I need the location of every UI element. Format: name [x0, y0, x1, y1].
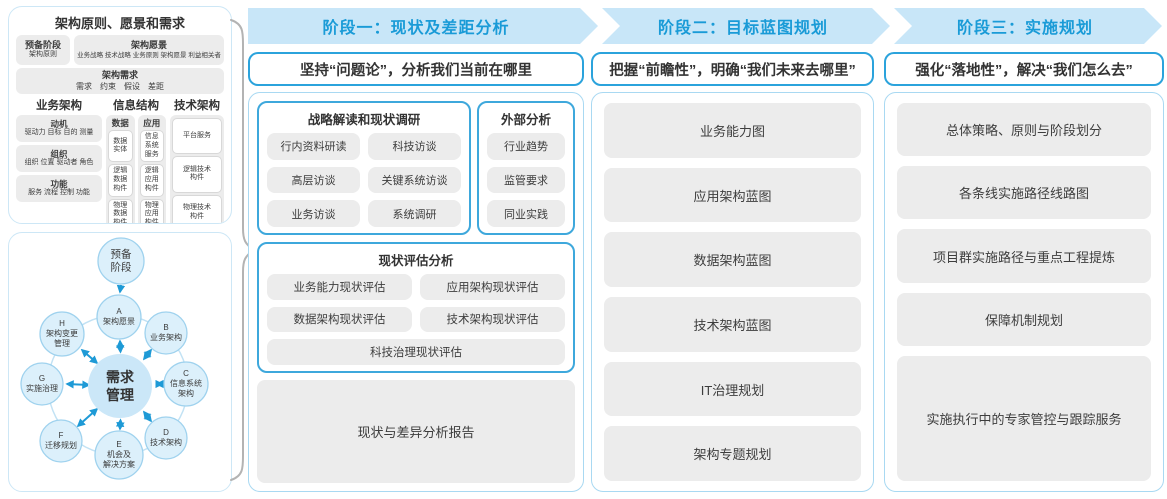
strategy-research-group: 战略解读和现状调研 行内资料研读 科技访谈 高层访谈 关键系统访谈 业务访谈 系…: [257, 101, 471, 235]
chip-program-path-key-projects: 项目群实施路径与重点工程提炼: [897, 229, 1151, 283]
chip-industry-trends: 行业趋势: [487, 133, 565, 160]
adm-double-arrows: [65, 339, 164, 431]
vision-box: 架构愿景 业务战略 技术战略 业务原则 架构愿景 利益相关者: [74, 35, 224, 65]
function-box: 功能 服务 流程 控制 功能: [16, 175, 102, 202]
chip-safeguard-mechanism-planning: 保障机制规划: [897, 292, 1151, 346]
application-subcolumn: 应用 信息系统 服务 逻辑应用 构件 物理应用 构件: [137, 115, 166, 223]
business-architecture-column: 业务架构 动机 驱动力 目标 目的 测量 组织 组织 位置 驱动者 角色 功能 …: [16, 97, 102, 223]
chip-business-interview: 业务访谈: [267, 200, 360, 227]
current-state-assessment-grid: 业务能力现状评估 应用架构现状评估 数据架构现状评估 技术架构现状评估 科技治理…: [267, 274, 565, 365]
chip-executive-interview: 高层访谈: [267, 166, 360, 194]
chip-data-architecture-blueprint: 数据架构蓝图: [604, 232, 861, 288]
chip-peer-practice: 同业实践: [487, 200, 565, 228]
data-subcolumn-title: 数据: [111, 118, 129, 128]
phase-3-banner: 阶段三：实施规划: [894, 8, 1162, 44]
chip-regulatory-requirements: 监管要求: [487, 166, 565, 194]
adm-cycle-panel: 预备 阶段 A 架构愿景 B 业务架构 C 信息系统 架构 D 技术架构 E 机…: [8, 232, 232, 492]
current-state-assessment-group: 现状评估分析 业务能力现状评估 应用架构现状评估 数据架构现状评估 技术架构现状…: [257, 242, 575, 373]
technology-architecture-heading: 技术架构: [174, 100, 220, 112]
current-state-assessment-title: 现状评估分析: [378, 254, 454, 268]
logical-app-chip: 逻辑应用 构件: [139, 164, 164, 197]
motivation-desc: 驱动力 目标 目的 测量: [24, 129, 94, 137]
information-subcolumns: 数据 数据实体 逻辑数据 构件 物理数据 构件 应用 信息系统 服务 逻辑应用 …: [106, 115, 166, 223]
prep-to-a-arrow: [116, 284, 126, 294]
requirements-box: 架构需求 需求 约束 假设 差距: [16, 68, 224, 94]
data-subcolumn: 数据 数据实体 逻辑数据 构件 物理数据 构件: [106, 115, 135, 223]
phase-1-banner: 阶段一：现状及差距分析: [248, 8, 598, 44]
chip-implementation-roadmap: 各条线实施路径线路图: [897, 166, 1151, 220]
technology-architecture-column: 技术架构 平台服务 逻辑技术 构件 物理技术 构件: [170, 97, 224, 223]
phase-1-top-row: 战略解读和现状调研 行内资料研读 科技访谈 高层访谈 关键系统访谈 业务访谈 系…: [257, 101, 575, 235]
phase-3-panel: 总体策略、原则与阶段划分 各条线实施路径线路图 项目群实施路径与重点工程提炼 保…: [884, 92, 1164, 492]
prep-phase-title: 预备阶段: [24, 40, 61, 50]
chip-overall-strategy-principles: 总体策略、原则与阶段划分: [897, 103, 1151, 157]
chip-system-research: 系统调研: [368, 200, 461, 227]
architecture-framework-panel: 架构原则、愿景和需求 预备阶段 架构原则 架构愿景 业务战略 技术战略 业务原则…: [8, 6, 232, 224]
info-system-service-chip: 信息系统 服务: [139, 130, 164, 163]
strategy-research-title: 战略解读和现状调研: [307, 113, 421, 127]
gap-analysis-report-chip: 现状与差异分析报告: [257, 380, 575, 483]
chip-data-architecture-assessment: 数据架构现状评估: [267, 306, 412, 333]
requirements-desc: 需求 约束 假设 差距: [76, 81, 164, 91]
framework-title: 架构原则、愿景和需求: [54, 16, 185, 31]
adm-node-circles: [20, 237, 209, 480]
physical-app-chip: 物理应用 构件: [139, 198, 164, 223]
chip-technology-architecture-blueprint: 技术架构蓝图: [604, 297, 861, 352]
chip-business-capability-assessment: 业务能力现状评估: [267, 274, 412, 300]
chip-technology-architecture-assessment: 技术架构现状评估: [420, 306, 565, 333]
external-analysis-group: 外部分析 行业趋势 监管要求 同业实践: [477, 101, 575, 235]
business-architecture-heading: 业务架构: [36, 100, 82, 112]
requirements-row: 架构需求 需求 约束 假设 差距: [16, 68, 224, 94]
phase-1-panel: 战略解读和现状调研 行内资料研读 科技访谈 高层访谈 关键系统访谈 业务访谈 系…: [248, 92, 584, 492]
requirements-title: 架构需求: [101, 70, 138, 81]
prep-phase-desc: 架构原则: [29, 51, 57, 59]
chip-tech-interview: 科技访谈: [368, 133, 461, 160]
phase-2-banner: 阶段二：目标蓝图规划: [602, 8, 890, 44]
chip-it-governance-planning: IT治理规划: [604, 361, 861, 417]
framework-sections: 业务架构 动机 驱动力 目标 目的 测量 组织 组织 位置 驱动者 角色 功能 …: [16, 97, 224, 223]
chip-business-capability-map: 业务能力图: [604, 103, 861, 158]
organization-desc: 组织 位置 驱动者 角色: [24, 159, 94, 167]
vision-desc: 业务战略 技术战略 业务原则 架构愿景 利益相关者: [77, 51, 221, 59]
platform-service-chip: 平台服务: [172, 118, 222, 155]
function-desc: 服务 流程 控制 功能: [28, 189, 90, 197]
physical-tech-chip: 物理技术 构件: [172, 194, 222, 223]
information-structure-column: 信息结构 数据 数据实体 逻辑数据 构件 物理数据 构件 应用 信息系统 服务 …: [106, 97, 166, 223]
function-title: 功能: [50, 178, 68, 189]
organization-title: 组织: [50, 148, 68, 159]
chip-application-architecture-blueprint: 应用架构蓝图: [604, 167, 861, 223]
chip-key-system-interview: 关键系统访谈: [368, 166, 461, 194]
technology-subcolumn: 平台服务 逻辑技术 构件 物理技术 构件: [170, 115, 224, 223]
chip-application-architecture-assessment: 应用架构现状评估: [420, 274, 565, 300]
external-analysis-title: 外部分析: [500, 113, 551, 127]
organization-box: 组织 组织 位置 驱动者 角色: [16, 145, 102, 172]
strategy-research-grid: 行内资料研读 科技访谈 高层访谈 关键系统访谈 业务访谈 系统调研: [267, 133, 461, 227]
adm-cycle-graphic: [20, 237, 209, 480]
data-entity-chip: 数据实体: [108, 130, 133, 163]
application-subcolumn-title: 应用: [143, 118, 161, 128]
chip-architecture-special-planning: 架构专题规划: [604, 426, 861, 482]
framework-top-row: 预备阶段 架构原则 架构愿景 业务战略 技术战略 业务原则 架构愿景 利益相关者: [16, 35, 224, 65]
motivation-box: 动机 驱动力 目标 目的 测量: [16, 115, 102, 142]
chip-expert-control-tracking-service: 实施执行中的专家管控与跟踪服务: [897, 355, 1151, 482]
chip-internal-docs: 行内资料研读: [267, 133, 360, 160]
physical-data-chip: 物理数据 构件: [108, 198, 133, 223]
adm-center-circle: [88, 354, 152, 418]
prep-phase-box: 预备阶段 架构原则: [16, 35, 70, 65]
phase-3-subtitle: 强化“落地性”，解决“我们怎么去”: [884, 52, 1164, 86]
phase-1-subtitle: 坚持“问题论”，分析我们当前在哪里: [248, 52, 584, 86]
phase-2-panel: 业务能力图 应用架构蓝图 数据架构蓝图 技术架构蓝图 IT治理规划 架构专题规划: [591, 92, 874, 492]
motivation-title: 动机: [50, 118, 68, 129]
vision-title: 架构愿景: [130, 40, 167, 51]
logical-tech-chip: 逻辑技术 构件: [172, 156, 222, 193]
logical-data-chip: 逻辑数据 构件: [108, 164, 133, 197]
information-structure-heading: 信息结构: [113, 100, 159, 112]
phase-2-subtitle: 把握“前瞻性”，明确“我们未来去哪里”: [591, 52, 874, 86]
external-analysis-stack: 行业趋势 监管要求 同业实践: [487, 133, 565, 228]
chip-it-governance-assessment: 科技治理现状评估: [267, 339, 565, 365]
